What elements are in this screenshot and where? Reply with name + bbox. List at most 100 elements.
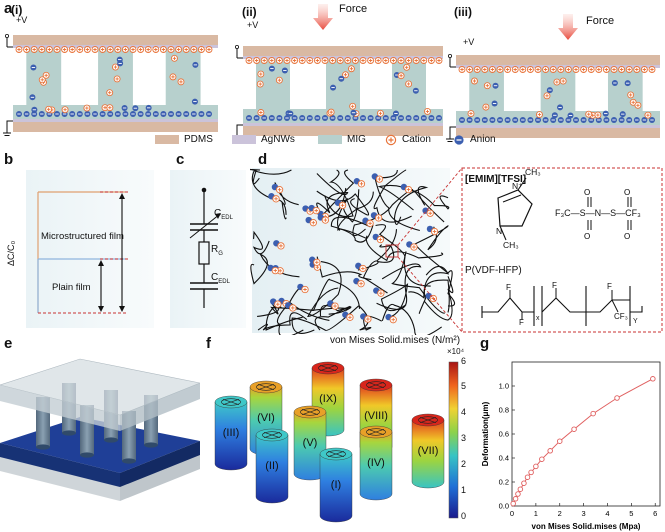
ion-pair bbox=[422, 207, 434, 217]
voltage-label-1: +V bbox=[16, 15, 28, 25]
anion-ion bbox=[322, 115, 328, 121]
anion-ion bbox=[611, 117, 617, 123]
anion-ion bbox=[428, 115, 435, 121]
cation-ion bbox=[177, 78, 185, 86]
anion-ion bbox=[191, 98, 198, 105]
x-tick-label: 3 bbox=[582, 509, 586, 518]
force-label-2: Force bbox=[339, 3, 368, 15]
cation-ion bbox=[53, 46, 61, 53]
data-point bbox=[524, 474, 531, 480]
cation-ion bbox=[114, 46, 122, 53]
anion-ion bbox=[565, 117, 572, 123]
anion-ion bbox=[30, 64, 37, 71]
polymer-chain bbox=[423, 276, 454, 321]
pillar-label: (IX) bbox=[319, 393, 337, 405]
ion-pair bbox=[285, 302, 297, 312]
top-pdms bbox=[13, 35, 218, 45]
ion-pair bbox=[305, 216, 317, 227]
anion-ion bbox=[557, 117, 564, 123]
cation-ion bbox=[629, 98, 637, 106]
cation-ion bbox=[397, 72, 405, 80]
cation-ion bbox=[610, 66, 618, 73]
anion-ion bbox=[132, 105, 139, 112]
cation-ion bbox=[182, 46, 190, 53]
cation-ion bbox=[587, 66, 595, 73]
cation-ion bbox=[496, 66, 504, 73]
cation-ion bbox=[106, 89, 114, 97]
bottom-agnw bbox=[13, 119, 218, 122]
cation-ion bbox=[253, 57, 261, 64]
panel-e-3d-model bbox=[0, 358, 200, 501]
panel-c-circuit bbox=[170, 170, 246, 328]
cation-ion bbox=[640, 66, 648, 73]
cation-icon bbox=[385, 134, 397, 146]
bottom-pdms bbox=[243, 126, 443, 136]
polymer-chain bbox=[381, 303, 442, 335]
anion-ion bbox=[99, 111, 106, 117]
panel-g-letter: g bbox=[480, 335, 490, 352]
anion-ion bbox=[299, 115, 306, 121]
ion-pair bbox=[267, 264, 279, 275]
cation-ion bbox=[321, 57, 329, 64]
data-point bbox=[590, 410, 596, 417]
polymer-chain bbox=[324, 169, 354, 218]
top-agnw bbox=[243, 56, 443, 59]
polymer-chain bbox=[307, 261, 342, 318]
cation-ion bbox=[306, 57, 314, 64]
cation-ion bbox=[275, 57, 283, 64]
cation-ion bbox=[389, 57, 397, 64]
cation-ion bbox=[159, 46, 167, 53]
cation-ion bbox=[45, 46, 53, 53]
top-agnw bbox=[13, 45, 218, 48]
ion-pair bbox=[297, 283, 309, 294]
cation-ion bbox=[257, 70, 265, 78]
anion-ion bbox=[69, 111, 76, 117]
ion-pair bbox=[308, 204, 320, 215]
svg-text:O: O bbox=[584, 232, 590, 241]
panel-f-letter: f bbox=[206, 335, 211, 352]
cation-ion bbox=[405, 57, 413, 64]
anion-ion bbox=[481, 117, 488, 123]
data-point bbox=[517, 486, 524, 492]
cation-ion bbox=[45, 105, 53, 113]
anion-ion bbox=[107, 111, 114, 117]
label-ch3-bottom: CH₃ bbox=[503, 240, 519, 250]
anion-ion bbox=[595, 117, 602, 123]
cation-ion bbox=[644, 111, 652, 119]
cation-ion bbox=[342, 71, 349, 79]
polymer-chain bbox=[414, 243, 456, 307]
cation-ion bbox=[618, 66, 626, 73]
cation-ion bbox=[627, 91, 635, 99]
data-point bbox=[533, 463, 539, 470]
anion-ion bbox=[261, 115, 268, 121]
cation-ion bbox=[245, 57, 253, 64]
o-atom: O bbox=[584, 188, 590, 197]
cation-ion bbox=[602, 66, 610, 73]
ion-pair bbox=[360, 313, 372, 323]
anion-ion bbox=[38, 111, 45, 117]
anion-ion bbox=[527, 117, 534, 123]
anion-ion bbox=[459, 117, 465, 123]
cation-ion bbox=[504, 66, 512, 73]
cation-ion bbox=[482, 103, 490, 111]
polymer-chain bbox=[330, 216, 374, 243]
cation-ion bbox=[329, 57, 337, 64]
panel-a-state-3 bbox=[446, 14, 660, 142]
cation-ion bbox=[536, 111, 543, 118]
anion-ion bbox=[619, 111, 626, 118]
y-tick-label: 0.0 bbox=[499, 502, 509, 511]
panel-a-sub-label-1: (i) bbox=[11, 3, 23, 17]
ion-pair bbox=[372, 233, 385, 244]
cation-ion bbox=[543, 92, 551, 100]
anion-ion bbox=[519, 117, 526, 123]
anion-ion bbox=[360, 115, 366, 121]
polymer-chain bbox=[374, 169, 420, 232]
panel-a-sub-label-3: (iii) bbox=[454, 5, 472, 19]
anion-ion bbox=[281, 67, 288, 74]
data-point bbox=[571, 426, 577, 432]
legend-label-mig: MIG bbox=[347, 134, 366, 145]
anion-ion bbox=[175, 111, 182, 117]
ion-pair bbox=[400, 183, 413, 194]
bottom-pdms bbox=[13, 122, 218, 132]
